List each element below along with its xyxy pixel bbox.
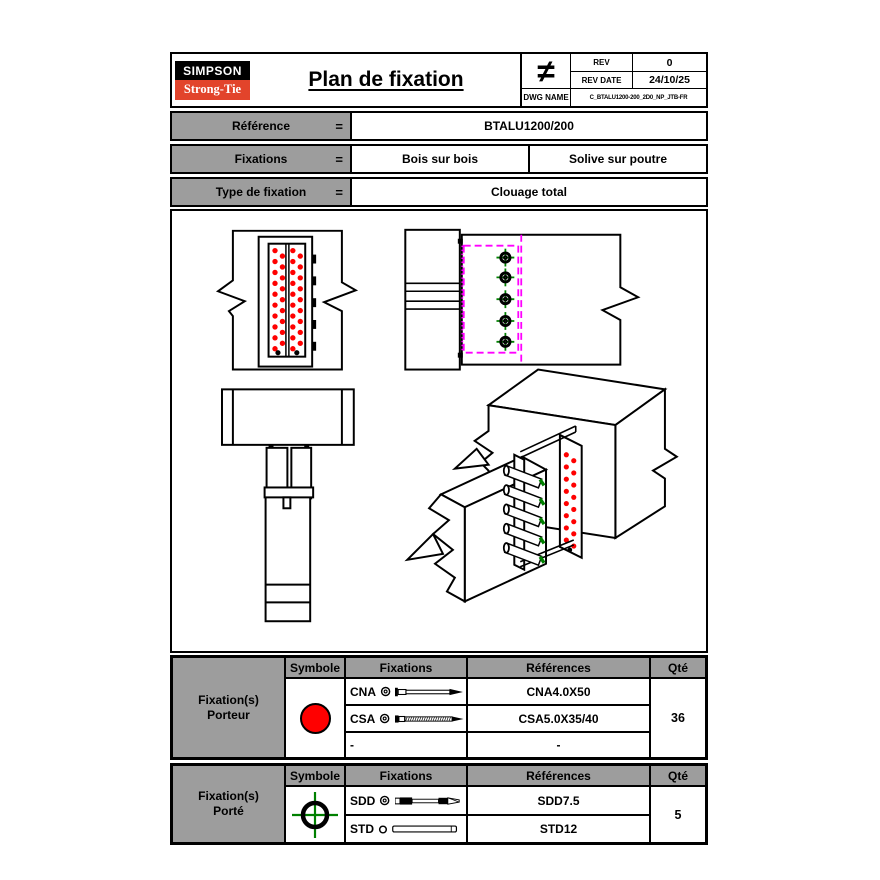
projection-symbol-icon: ≠ — [522, 54, 570, 89]
type-fixation-value: Clouage total — [352, 179, 706, 205]
porteur-fixations-table: Fixation(s)Porteur Symbole Fixations Réf… — [170, 655, 708, 760]
col-header-fixations: Fixations — [345, 657, 467, 678]
equals-sign: = — [335, 118, 343, 134]
washer-head-icon — [380, 686, 391, 697]
washer-head-icon — [380, 713, 390, 724]
dowels-iso — [502, 464, 546, 567]
col-header-qty: Qté — [650, 765, 706, 786]
drawing-sheet: SIMPSON Strong-Tie Plan de fixation ≠ RE… — [170, 52, 708, 845]
logo-simpson-text: SIMPSON — [175, 60, 250, 80]
fixations-value-2: Solive sur poutre — [528, 146, 706, 172]
type-fixation-label: Type de fixation= — [172, 179, 352, 205]
washer-head-icon — [380, 795, 390, 806]
col-header-symbole: Symbole — [285, 657, 345, 678]
fixation-row-cna: CNA — [345, 678, 467, 705]
nail-pattern-iso — [563, 452, 577, 553]
rev-date-value: 24/10/25 — [632, 72, 706, 89]
info-row-type-fixation: Type de fixation= Clouage total — [170, 177, 708, 207]
col-header-references: Références — [467, 657, 650, 678]
reference-empty: - — [467, 732, 650, 758]
green-dowel-symbol-icon — [292, 791, 338, 838]
hanger-top-flange — [519, 425, 577, 568]
equals-sign: = — [335, 151, 343, 167]
nail-pattern-front — [272, 247, 303, 356]
fixation-row-csa: CSA — [345, 705, 467, 732]
top-view — [221, 388, 355, 623]
cna-nail-icon — [395, 687, 464, 696]
fixation-row-sdd: SDD — [345, 786, 467, 815]
fixations-label: Fixations= — [172, 146, 352, 172]
side-view — [404, 228, 641, 371]
plain-head-icon — [378, 824, 388, 834]
dwg-name-value: C_BTALU1200-200_2D0_NP_JTB-FR — [570, 89, 706, 106]
reference-label: Référence= — [172, 113, 352, 139]
reference-cna: CNA4.0X50 — [467, 678, 650, 705]
reference-csa: CSA5.0X35/40 — [467, 705, 650, 732]
info-row-reference: Référence= BTALU1200/200 — [170, 111, 708, 141]
dwg-name-label: DWG NAME — [523, 93, 569, 102]
dowel-symbols-side — [496, 248, 515, 351]
page-title: Plan de fixation — [308, 68, 464, 91]
drawing-area — [170, 209, 708, 653]
title-block: ≠ REV 0 REV DATE 24/10/25 DWG NAME C_BTA… — [520, 54, 706, 106]
std-rod-icon — [392, 825, 457, 833]
porte-fixations-table: Fixation(s)Porté Symbole Fixations Référ… — [170, 763, 708, 845]
group-label-porte: Fixation(s)Porté — [172, 765, 285, 843]
sdd-dowel-icon — [394, 796, 460, 805]
technical-drawing — [215, 228, 679, 623]
reference-value: BTALU1200/200 — [352, 113, 706, 139]
red-nail-symbol-icon — [299, 702, 331, 734]
equals-sign: = — [335, 184, 343, 200]
col-header-references: Références — [467, 765, 650, 786]
col-header-symbole: Symbole — [285, 765, 345, 786]
hanger-back-plate — [558, 433, 583, 560]
rev-date-label: REV DATE — [570, 72, 632, 89]
porte-qty: 5 — [650, 786, 706, 843]
col-header-qty: Qté — [650, 657, 706, 678]
porte-symbol-cell — [285, 786, 345, 843]
hidden-hanger-outline — [461, 234, 523, 365]
rev-value: 0 — [632, 54, 706, 72]
reference-sdd: SDD7.5 — [467, 786, 650, 815]
front-view — [215, 229, 359, 371]
reference-std: STD12 — [467, 815, 650, 843]
header-band: SIMPSON Strong-Tie Plan de fixation ≠ RE… — [170, 52, 708, 108]
logo-strongtie-text: Strong-Tie — [175, 79, 250, 100]
col-header-fixations: Fixations — [345, 765, 467, 786]
fixation-row-std: STD — [345, 815, 467, 843]
rev-label: REV — [570, 54, 632, 72]
simpson-strongtie-logo: SIMPSON Strong-Tie — [172, 54, 252, 106]
porteur-qty: 36 — [650, 678, 706, 758]
isometric-view — [404, 368, 679, 604]
fixation-row-empty: - — [345, 732, 467, 758]
fixations-value-1: Bois sur bois — [352, 146, 528, 172]
csa-screw-icon — [394, 714, 464, 723]
porteur-symbol-cell — [285, 678, 345, 758]
info-row-fixations: Fixations= Bois sur bois Solive sur pout… — [170, 144, 708, 174]
group-label-porteur: Fixation(s)Porteur — [172, 657, 285, 758]
